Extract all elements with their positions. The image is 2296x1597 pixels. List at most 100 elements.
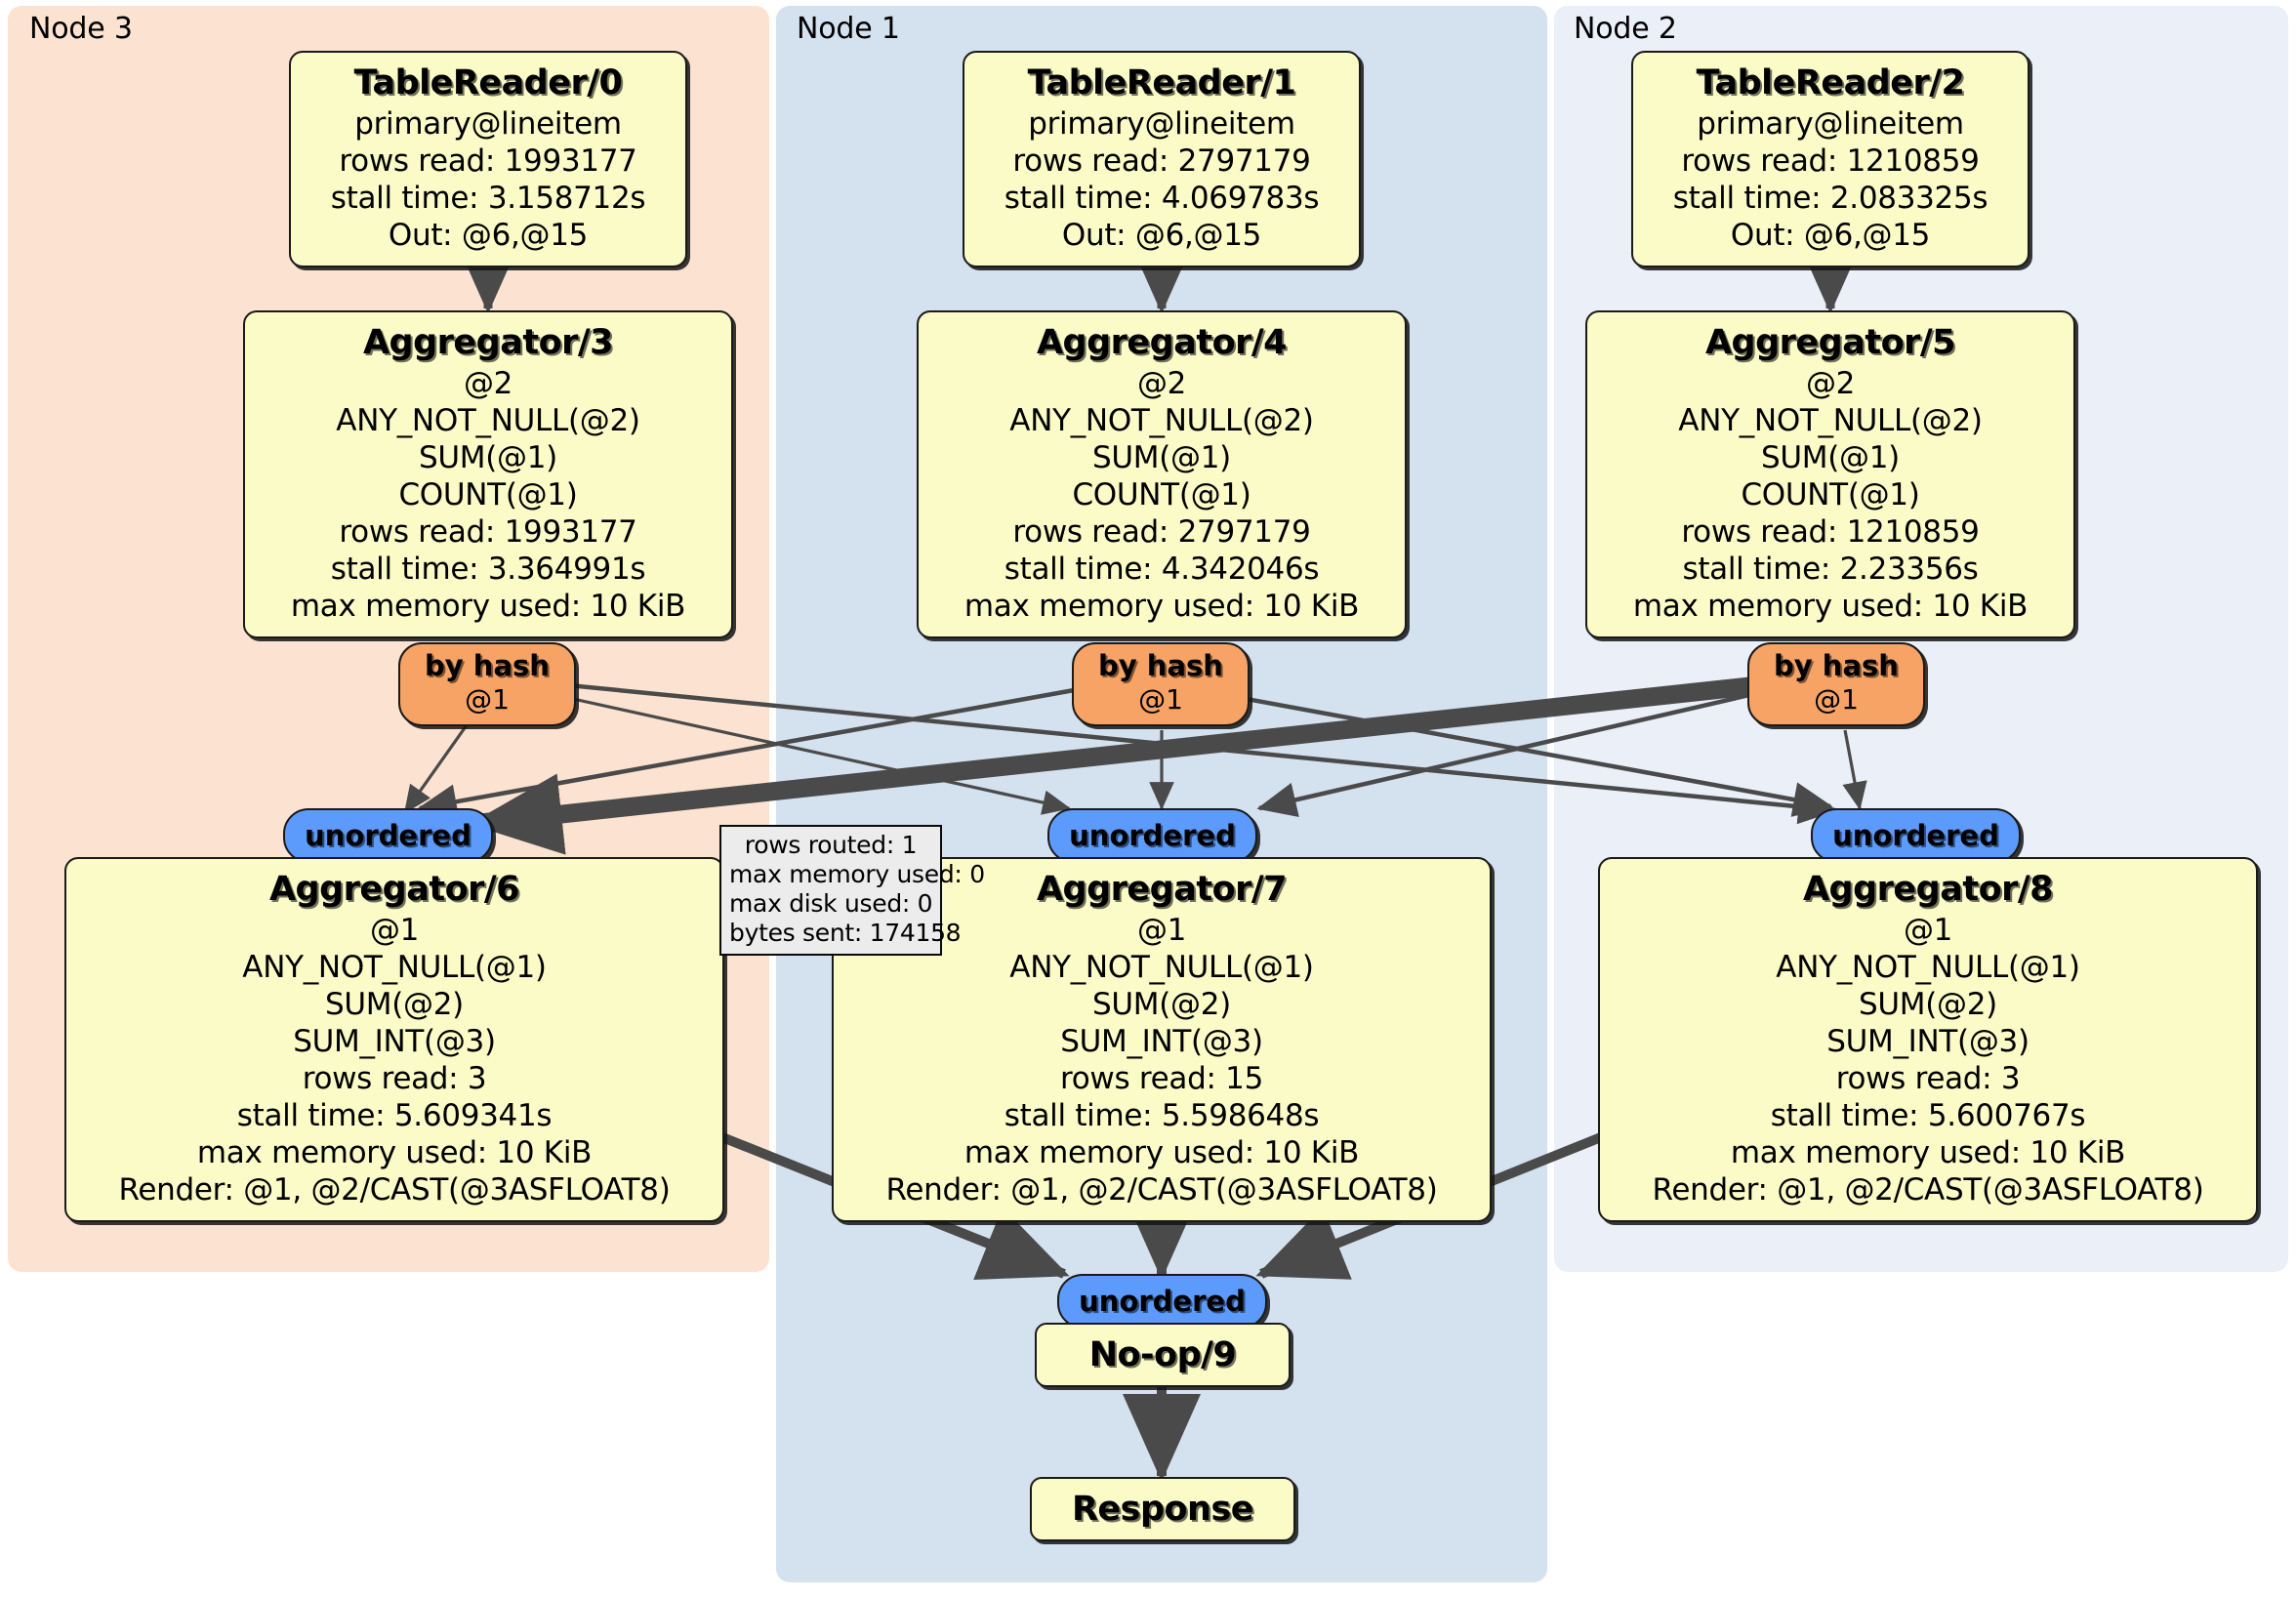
node-detail-line: stall time: 3.158712s — [330, 181, 646, 216]
edge-hash2-unordered1 — [1256, 686, 1776, 818]
node-tablereader-2[interactable]: TableReader/2 primary@lineitem rows read… — [1631, 51, 2030, 267]
edge-hash3-unordered1 — [546, 691, 1071, 815]
node-title: No-op/9 — [1088, 1335, 1237, 1374]
router-column: @1 — [1814, 683, 1859, 716]
node-tablereader-1[interactable]: TableReader/1 primary@lineitem rows read… — [963, 51, 1361, 267]
node-aggregator-3[interactable]: Aggregator/3 @2 ANY_NOT_NULL(@2) SUM(@1)… — [243, 310, 733, 638]
node-detail-line: max memory used: 10 KiB — [964, 1135, 1360, 1170]
node-title: TableReader/1 — [1027, 63, 1296, 102]
edge-hash2-unordered3-highlight — [469, 674, 1779, 855]
node-detail-line: rows read: 2797179 — [1012, 514, 1311, 550]
node-detail-line: SUM_INT(@3) — [1826, 1024, 2030, 1059]
node-detail-line: SUM(@2) — [1859, 987, 1997, 1022]
node-title: TableReader/0 — [353, 63, 623, 102]
router-column: @1 — [1138, 683, 1183, 716]
router-title: by hash — [425, 649, 550, 682]
node-detail-line: SUM(@1) — [1761, 440, 1900, 475]
node-title: Aggregator/3 — [362, 323, 614, 362]
node-detail-line: @1 — [1136, 913, 1187, 948]
stream-unordered-final[interactable]: unordered — [1057, 1274, 1267, 1329]
stream-title: unordered — [1832, 819, 1999, 852]
node-detail-line: ANY_NOT_NULL(@1) — [1776, 950, 2080, 985]
stats-line: max memory used: 0 — [729, 860, 985, 888]
node-title: Aggregator/6 — [268, 870, 520, 909]
node-detail-line: ANY_NOT_NULL(@2) — [1678, 403, 1983, 438]
node-detail-line: COUNT(@1) — [1072, 477, 1251, 512]
node-detail-line: ANY_NOT_NULL(@1) — [242, 950, 547, 985]
node-detail-line: rows read: 1210859 — [1681, 514, 1980, 550]
node-detail-line: max memory used: 10 KiB — [1730, 1135, 2126, 1170]
node-detail-line: @2 — [463, 366, 513, 401]
router-title: by hash — [1774, 649, 1899, 682]
stream-title: unordered — [305, 819, 472, 852]
stats-line: bytes sent: 174158 — [729, 919, 962, 947]
node-detail-line: stall time: 4.342046s — [1004, 552, 1320, 587]
node-detail-line: rows read: 1993177 — [339, 143, 637, 179]
node-detail-line: Render: @1, @2/CAST(@3ASFLOAT8) — [118, 1172, 671, 1208]
node-detail-line: stall time: 5.609341s — [236, 1098, 553, 1133]
node-noop-9[interactable]: No-op/9 — [1035, 1323, 1291, 1387]
node-detail-line: rows read: 15 — [1059, 1061, 1264, 1096]
node-detail-line: primary@lineitem — [1028, 106, 1295, 142]
node-detail-line: stall time: 4.069783s — [1004, 181, 1320, 216]
stream-title: unordered — [1069, 819, 1236, 852]
node-title: Aggregator/4 — [1036, 323, 1288, 362]
stream-unordered-node-1[interactable]: unordered — [1047, 808, 1257, 863]
edge-stats-tooltip: rows routed: 1 max memory used: 0 max di… — [719, 825, 985, 956]
node-detail-line: COUNT(@1) — [398, 477, 578, 512]
cluster-label-node-3: Node 3 — [29, 12, 133, 46]
node-aggregator-6[interactable]: Aggregator/6 @1 ANY_NOT_NULL(@1) SUM(@2)… — [64, 857, 724, 1222]
node-title: Aggregator/5 — [1704, 323, 1956, 362]
node-detail-line: rows read: 3 — [1835, 1061, 2021, 1096]
node-detail-line: SUM_INT(@3) — [293, 1024, 496, 1059]
node-detail-line: Out: @6,@15 — [1730, 218, 1931, 253]
node-detail-line: max memory used: 10 KiB — [196, 1135, 593, 1170]
router-by-hash-node-3[interactable]: by hash @1 — [398, 642, 576, 726]
node-detail-line: rows read: 1993177 — [339, 514, 637, 550]
node-detail-line: SUM(@2) — [1092, 987, 1231, 1022]
node-detail-line: @2 — [1805, 366, 1856, 401]
router-by-hash-node-2[interactable]: by hash @1 — [1747, 642, 1925, 726]
cluster-label-node-1: Node 1 — [797, 12, 900, 46]
router-column: @1 — [465, 683, 510, 716]
node-detail-line: max memory used: 10 KiB — [290, 589, 686, 624]
edge-hash2-unordered2 — [1842, 729, 1867, 810]
stream-unordered-node-2[interactable]: unordered — [1811, 808, 2021, 863]
node-tablereader-0[interactable]: TableReader/0 primary@lineitem rows read… — [289, 51, 687, 267]
node-detail-line: SUM(@2) — [325, 987, 464, 1022]
node-detail-line: max memory used: 10 KiB — [964, 589, 1360, 624]
stream-unordered-node-3[interactable]: unordered — [283, 808, 493, 863]
node-detail-line: COUNT(@1) — [1741, 477, 1920, 512]
node-detail-line: primary@lineitem — [1697, 106, 1964, 142]
node-detail-line: @1 — [369, 913, 420, 948]
stream-title: unordered — [1079, 1285, 1246, 1318]
stats-line: rows routed: 1 — [744, 831, 918, 859]
node-response[interactable]: Response — [1030, 1477, 1295, 1541]
node-detail-line: SUM_INT(@3) — [1060, 1024, 1263, 1059]
edge-hash3-unordered3 — [403, 715, 475, 814]
node-detail-line: stall time: 2.23356s — [1682, 552, 1979, 587]
node-detail-line: stall time: 3.364991s — [330, 552, 646, 587]
node-title: Aggregator/8 — [1802, 870, 2054, 909]
node-title: Aggregator/7 — [1036, 870, 1288, 909]
edge-hash1-unordered2 — [1224, 692, 1833, 817]
node-title: TableReader/2 — [1696, 63, 1965, 102]
node-detail-line: @2 — [1136, 366, 1187, 401]
node-aggregator-5[interactable]: Aggregator/5 @2 ANY_NOT_NULL(@2) SUM(@1)… — [1585, 310, 2075, 638]
node-detail-line: primary@lineitem — [354, 106, 622, 142]
node-detail-line: ANY_NOT_NULL(@2) — [336, 403, 640, 438]
node-detail-line: ANY_NOT_NULL(@2) — [1009, 403, 1314, 438]
router-by-hash-node-1[interactable]: by hash @1 — [1072, 642, 1250, 726]
node-detail-line: rows read: 1210859 — [1681, 143, 1980, 179]
node-detail-line: SUM(@1) — [1092, 440, 1231, 475]
node-detail-line: max memory used: 10 KiB — [1632, 589, 2029, 624]
router-title: by hash — [1098, 649, 1223, 682]
node-aggregator-4[interactable]: Aggregator/4 @2 ANY_NOT_NULL(@2) SUM(@1)… — [917, 310, 1407, 638]
node-detail-line: Out: @6,@15 — [1061, 218, 1262, 253]
node-title: Response — [1071, 1490, 1254, 1529]
node-aggregator-8[interactable]: Aggregator/8 @1 ANY_NOT_NULL(@1) SUM(@2)… — [1598, 857, 2258, 1222]
node-detail-line: Out: @6,@15 — [388, 218, 589, 253]
node-aggregator-7[interactable]: Aggregator/7 @1 ANY_NOT_NULL(@1) SUM(@2)… — [832, 857, 1492, 1222]
node-detail-line: rows read: 2797179 — [1012, 143, 1311, 179]
